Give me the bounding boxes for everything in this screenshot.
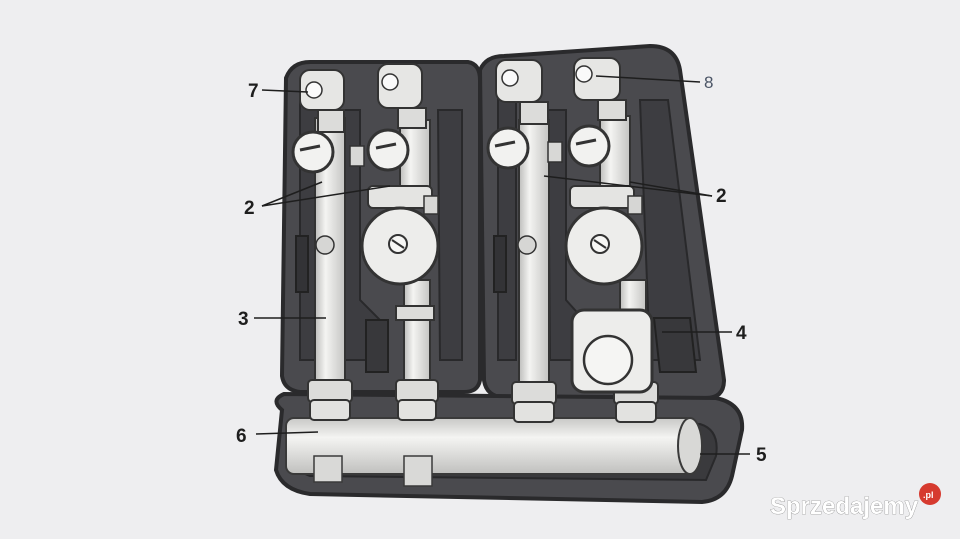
circulation-pump-right	[564, 185, 644, 286]
thermometer-right-2	[547, 124, 611, 168]
pipe-return-right	[511, 119, 557, 423]
watermark: Sprzedajemy .pl	[770, 483, 941, 520]
leader-lines	[254, 75, 750, 455]
callout-4: 4	[736, 323, 747, 344]
watermark-brand: Sprzedajemy	[770, 493, 919, 520]
ball-valve-left-1	[299, 69, 345, 133]
watermark-badge-icon	[919, 483, 941, 505]
thermometer-left-2	[349, 128, 410, 172]
callout-5: 5	[756, 445, 767, 466]
ball-valve-right-1	[495, 59, 549, 125]
callout-6: 6	[236, 426, 247, 447]
callout-2-right: 2	[716, 186, 727, 207]
watermark-tld: .pl	[923, 490, 934, 500]
callout-7: 7	[248, 81, 259, 102]
thermometer-right-1	[486, 126, 530, 170]
callout-3: 3	[238, 309, 249, 330]
callout-2-left: 2	[244, 198, 255, 219]
ball-valve-left-2	[377, 63, 427, 129]
thermometer-left-1	[291, 130, 335, 174]
circulation-pump-left	[360, 185, 440, 286]
manifold-pipe	[285, 417, 703, 487]
ball-valve-right-2	[573, 57, 627, 121]
callout-8: 8	[704, 73, 713, 92]
mixing-valve-actuator	[570, 308, 654, 394]
